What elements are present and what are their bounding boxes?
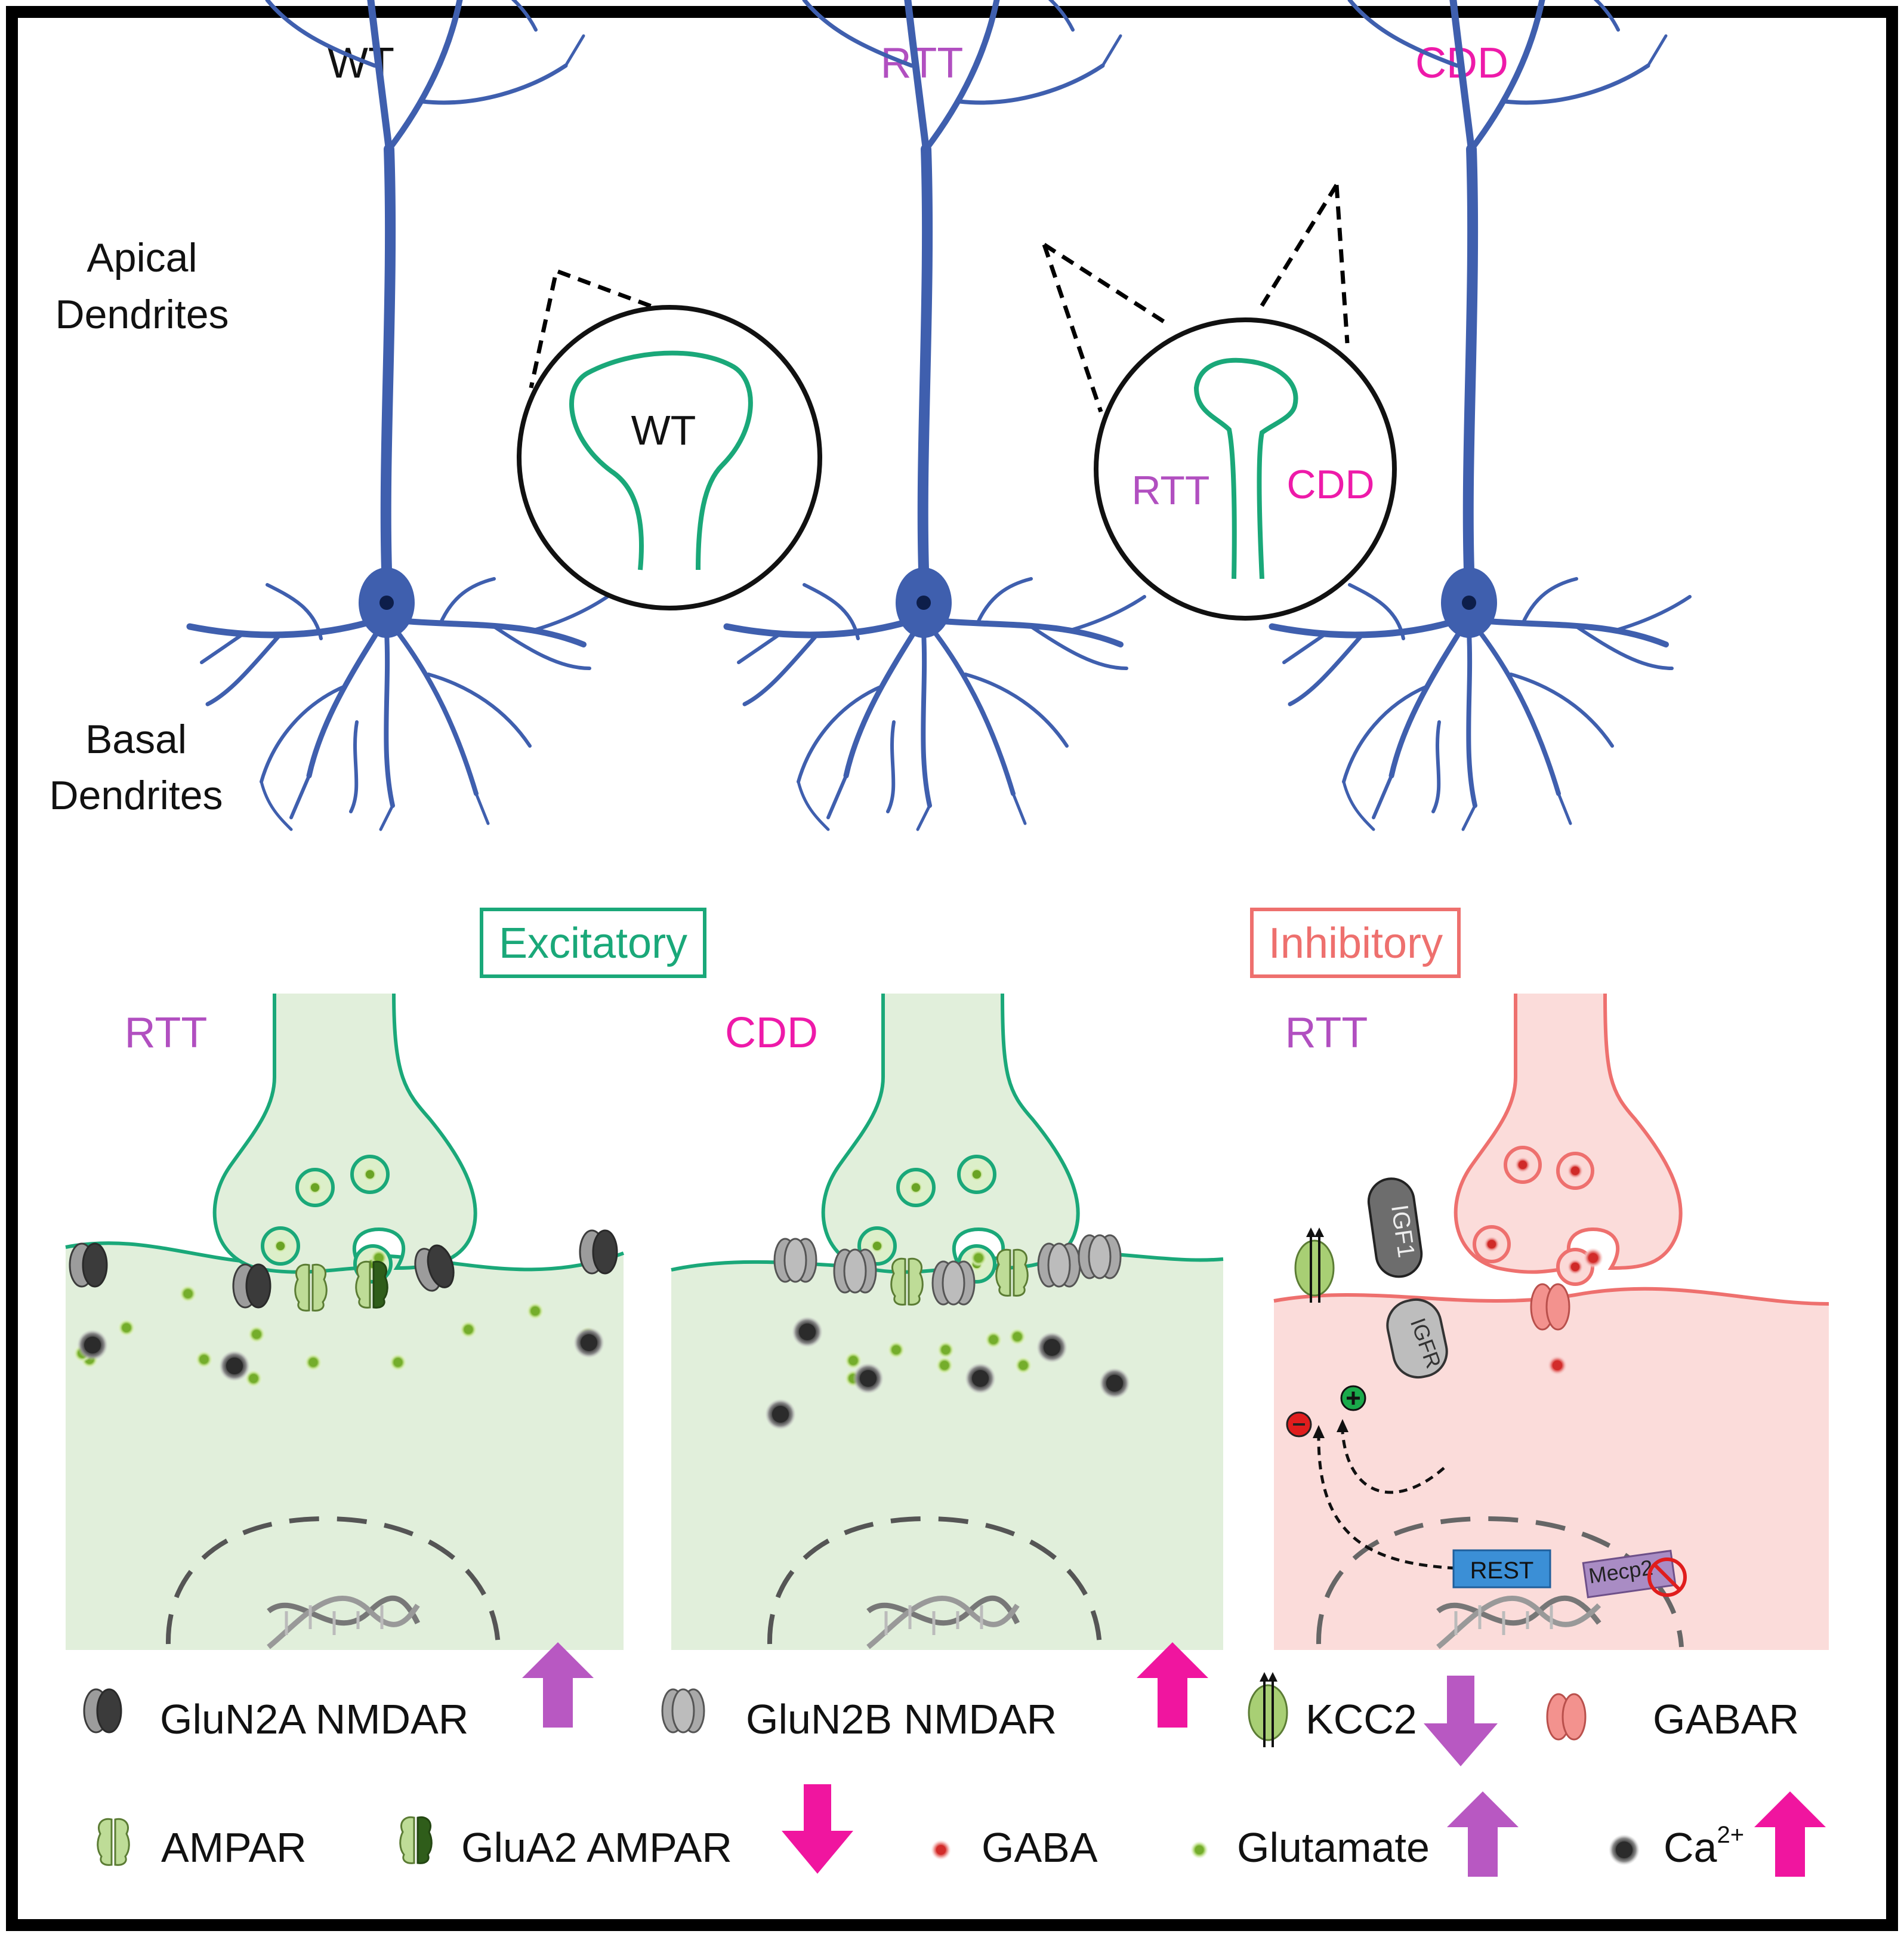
zoom-label-cdd: CDD — [1286, 462, 1374, 507]
dna-p1 — [267, 1595, 421, 1649]
apical-dendrites-label-2: Dendrites — [55, 292, 229, 337]
arrow-down-kcc2 — [1424, 1676, 1498, 1766]
spine-rtt-cdd — [1193, 357, 1298, 579]
legend-ampar-icon — [97, 1818, 130, 1866]
arrow-down-ampar — [782, 1784, 853, 1874]
spine-wt — [569, 350, 753, 570]
column-label-wt: WT — [328, 39, 394, 87]
glutamate-release-p2 — [970, 1249, 988, 1267]
arrow-up-glun2b — [1137, 1642, 1208, 1728]
legend-glun2b-label: GluN2B NMDAR — [746, 1696, 1057, 1742]
panel2-label: CDD — [725, 1009, 818, 1057]
legend-glutamate-icon — [1190, 1841, 1208, 1859]
gaba-cleft-p3 — [1547, 1355, 1567, 1375]
basal-dendrites-label-2: Dendrites — [49, 773, 223, 818]
zoom-label-rtt: RTT — [1132, 468, 1210, 513]
igf1-igfr-complex — [1367, 1177, 1448, 1379]
panel-rtt-excitatory — [65, 993, 625, 1650]
legend-gaba-label: GABA — [982, 1824, 1098, 1871]
panel-rtt-inhibitory — [1273, 993, 1829, 1650]
arrow-up-glun2a — [522, 1642, 594, 1728]
soma-nucleus-wt — [379, 596, 394, 610]
panel1-label: RTT — [125, 1009, 208, 1057]
legend-calcium-icon — [1609, 1834, 1640, 1865]
legend-calcium-superscript: 2+ — [1717, 1822, 1744, 1848]
legend-calcium-symbol: Ca — [1664, 1824, 1717, 1871]
rest-box — [1452, 1549, 1551, 1589]
legend-gabar-label: GABAR — [1653, 1696, 1799, 1742]
zoom-label-wt: WT — [631, 407, 696, 454]
mecp2-knockout-icon — [1647, 1557, 1687, 1597]
apical-dendrites-label-1: Apical — [87, 235, 197, 280]
inhibitory-label: Inhibitory — [1269, 920, 1443, 967]
legend-glun2a-label: GluN2A NMDAR — [160, 1696, 468, 1742]
excitatory-box — [480, 908, 706, 978]
signalling-arrows — [1317, 1432, 1456, 1570]
legend-glun2a-icon — [83, 1688, 122, 1734]
zoom-lines — [529, 184, 1350, 413]
soma-nucleus-rtt — [916, 596, 931, 610]
legend-glua2-label: GluA2 AMPAR — [461, 1824, 732, 1871]
legend-kcc2-icon — [1248, 1671, 1288, 1748]
legend-glun2b-icon — [661, 1688, 705, 1734]
legend-kcc2-label: KCC2 — [1306, 1696, 1417, 1742]
column-label-rtt: RTT — [881, 39, 964, 87]
legend-calcium-label: Ca2+ — [1664, 1822, 1744, 1871]
excitatory-label: Excitatory — [499, 920, 687, 967]
dna-p3 — [1436, 1595, 1601, 1649]
legend-glua2-icon — [399, 1816, 433, 1864]
dna-p2 — [866, 1595, 1020, 1649]
figure-frame — [6, 6, 1898, 1931]
basal-dendrites-label-1: Basal — [85, 717, 187, 762]
legend-glutamate-label: Glutamate — [1237, 1824, 1430, 1871]
panel3-label: RTT — [1285, 1009, 1368, 1057]
legend-gabar-icon — [1546, 1693, 1587, 1741]
legend-ampar-label: AMPAR — [161, 1824, 307, 1871]
soma-nucleus-cdd — [1462, 596, 1476, 610]
inhibitory-box — [1250, 908, 1461, 978]
gaba-release-p3 — [1583, 1248, 1603, 1268]
zoom-circle-rtt-cdd — [1094, 317, 1397, 621]
rest-label: REST — [1470, 1557, 1534, 1584]
panel-cdd-excitatory — [671, 993, 1224, 1650]
legend-gaba-icon — [931, 1840, 951, 1860]
arrow-up-glutamate — [1447, 1791, 1519, 1877]
arrow-up-calcium — [1754, 1791, 1826, 1877]
